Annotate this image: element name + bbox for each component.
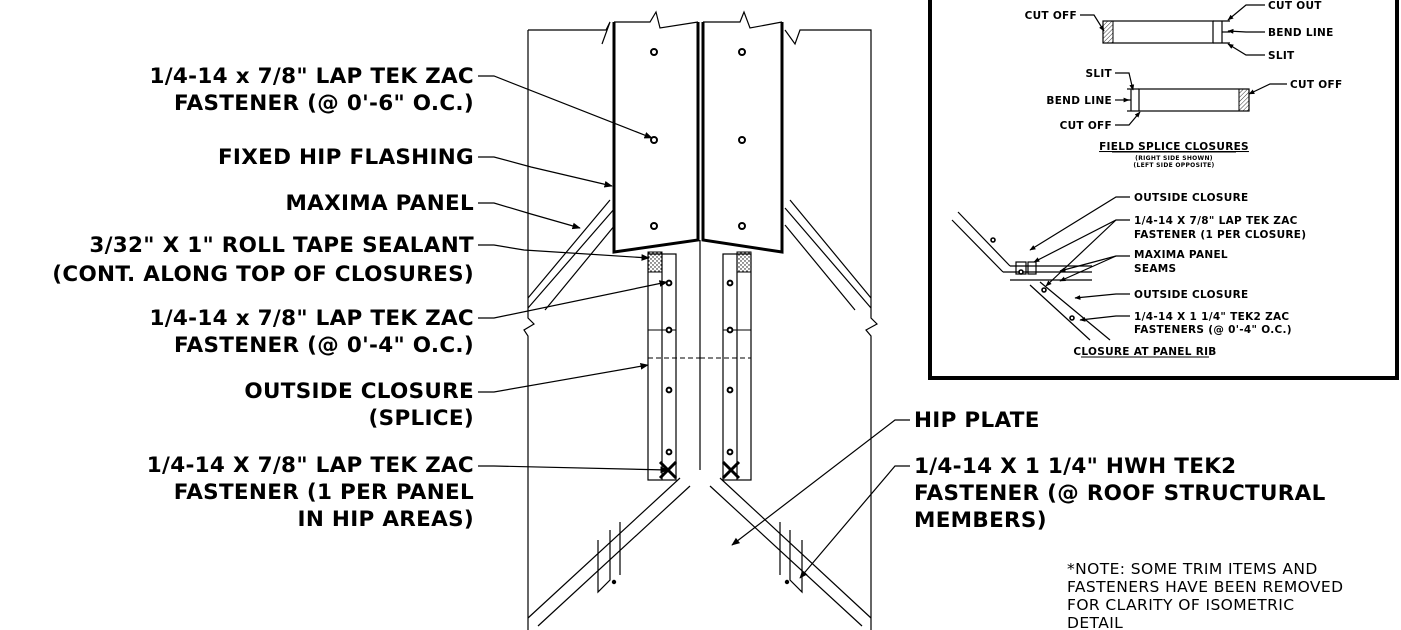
label-hwh-fastener-l2: FASTENER (@ ROOF STRUCTURAL	[914, 481, 1326, 506]
rib-lap-fastener-l2: FASTENER (1 PER CLOSURE)	[1134, 229, 1306, 241]
label-lap-fastener-6-l1: 1/4-14 x 7/8" LAP TEK ZAC	[150, 64, 475, 89]
rib-lap-fastener-l1: 1/4-14 X 7/8" LAP TEK ZAC	[1134, 215, 1298, 227]
hip-diagonals	[527, 199, 872, 627]
fs-sub1: (RIGHT SIDE SHOWN)	[1135, 155, 1213, 162]
outside-closure-left	[647, 253, 700, 481]
label-roll-tape-l2: (CONT. ALONG TOP OF CLOSURES)	[52, 262, 474, 287]
rib-maxima-seams-l2: SEAMS	[1134, 263, 1176, 275]
fs-sub2: (LEFT SIDE OPPOSITE)	[1133, 162, 1214, 169]
note-line-1: *NOTE: SOME TRIM ITEMS AND	[1067, 560, 1318, 578]
rib-maxima-seams-l1: MAXIMA PANEL	[1134, 249, 1228, 261]
fs-cut-off-right: CUT OFF	[1290, 79, 1342, 91]
note-line-4: DETAIL	[1067, 614, 1123, 630]
rib-outside-closure-bottom: OUTSIDE CLOSURE	[1134, 289, 1248, 301]
tape-sealant-left	[647, 251, 663, 273]
main-labels: 1/4-14 x 7/8" LAP TEK ZAC FASTENER (@ 0'…	[52, 64, 1325, 533]
label-hwh-fastener-l1: 1/4-14 X 1 1/4" HWH TEK2	[914, 454, 1236, 479]
label-lap-fastener-4-l2: FASTENER (@ 0'-4" O.C.)	[174, 333, 474, 358]
fs-cut-off-top: CUT OFF	[1025, 10, 1077, 22]
label-maxima-panel: MAXIMA PANEL	[285, 191, 474, 216]
label-lap-fastener-hip-l1: 1/4-14 X 7/8" LAP TEK ZAC	[147, 453, 474, 478]
inset-box: CUT OFF CUT OUT BEND LINE SLIT SLIT BEND…	[928, 0, 1399, 380]
fs-title: FIELD SPLICE CLOSURES	[1099, 141, 1249, 153]
fs-slit-left: SLIT	[1085, 68, 1112, 80]
fixed-hip-flashing	[612, 10, 784, 254]
label-lap-fastener-hip-l3: IN HIP AREAS)	[298, 507, 474, 532]
fs-slit-right: SLIT	[1268, 50, 1295, 62]
label-outside-closure-l1: OUTSIDE CLOSURE	[244, 379, 474, 404]
label-lap-fastener-hip-l2: FASTENER (1 PER PANEL	[174, 480, 474, 505]
rib-tek2-l2: FASTENERS (@ 0'-4" O.C.)	[1134, 324, 1292, 336]
note-line-3: FOR CLARITY OF ISOMETRIC	[1067, 596, 1295, 614]
label-fixed-hip-flashing: FIXED HIP FLASHING	[218, 145, 474, 170]
tape-sealant-right	[736, 251, 752, 273]
rib-tek2-l1: 1/4-14 X 1 1/4" TEK2 ZAC	[1134, 311, 1289, 323]
label-hwh-fastener-l3: MEMBERS)	[914, 508, 1047, 533]
fs-bend-line-right: BEND LINE	[1268, 27, 1334, 39]
fs-cut-out: CUT OUT	[1268, 0, 1322, 12]
fs-bend-line-left: BEND LINE	[1046, 95, 1112, 107]
label-lap-fastener-4-l1: 1/4-14 x 7/8" LAP TEK ZAC	[150, 306, 475, 331]
outside-closure-right	[700, 253, 752, 481]
fs-cut-off-bottom: CUT OFF	[1060, 120, 1112, 132]
label-lap-fastener-6-l2: FASTENER (@ 0'-6" O.C.)	[174, 91, 474, 116]
label-hip-plate: HIP PLATE	[914, 408, 1040, 433]
field-splice-diagram: CUT OFF CUT OUT BEND LINE SLIT SLIT BEND…	[1025, 0, 1343, 169]
leader-lines	[478, 75, 910, 579]
panel-rib-diagram: OUTSIDE CLOSURE 1/4-14 X 7/8" LAP TEK ZA…	[951, 192, 1306, 358]
flashing-fastener	[650, 48, 746, 230]
rib-outside-closure-top: OUTSIDE CLOSURE	[1134, 192, 1248, 204]
rib-title: CLOSURE AT PANEL RIB	[1073, 346, 1216, 358]
label-outside-closure-l2: (SPLICE)	[369, 406, 474, 431]
note-line-2: FASTENERS HAVE BEEN REMOVED	[1067, 578, 1343, 596]
lower-panel-ribs	[597, 522, 803, 594]
roof-panel-outline	[523, 21, 878, 630]
label-roll-tape-l1: 3/32" X 1" ROLL TAPE SEALANT	[89, 233, 474, 258]
note-block: *NOTE: SOME TRIM ITEMS AND FASTENERS HAV…	[1067, 560, 1343, 630]
main-detail	[523, 10, 878, 630]
